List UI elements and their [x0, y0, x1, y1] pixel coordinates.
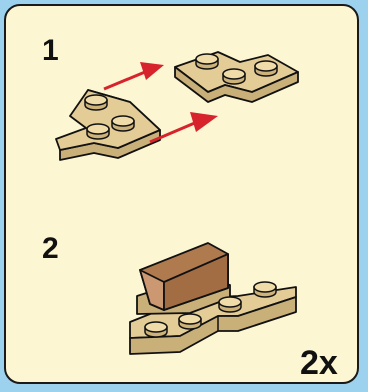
step-1-number: 1 — [42, 34, 59, 67]
step-2-quantity: 2x — [300, 344, 338, 382]
step-2-number: 2 — [42, 232, 59, 265]
arrow-right-icon — [149, 112, 218, 144]
step-2-assembly — [129, 242, 297, 355]
step-1-right-plate — [174, 51, 299, 103]
step-1-left-plate — [55, 89, 161, 161]
arrow-right-icon — [103, 62, 164, 91]
